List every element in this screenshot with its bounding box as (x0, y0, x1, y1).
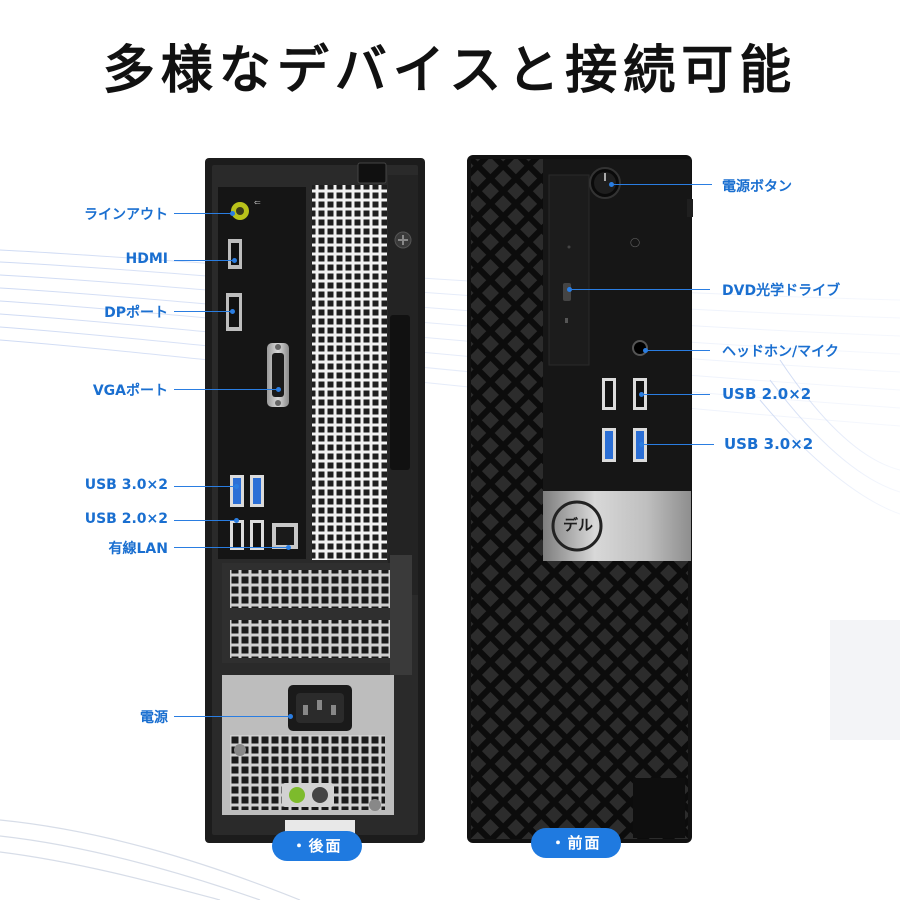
leader-dvd (570, 289, 710, 290)
leader-vga (174, 389, 278, 390)
svg-text:⇐: ⇐ (254, 198, 261, 207)
leader-line-out (174, 213, 232, 214)
leader-dot (609, 182, 614, 187)
leader-dot (639, 442, 644, 447)
callout-hdmi: HDMI (125, 251, 168, 267)
callout-vga: VGAポート (92, 383, 168, 399)
rear-view-label: ・後面 (272, 831, 362, 861)
leader-usb2-front (642, 394, 710, 395)
front-view-label: ・前面 (531, 828, 621, 858)
leader-dot (276, 387, 281, 392)
callout-usb2-front: USB 2.0×2 (722, 385, 812, 403)
callout-power-button: 電源ボタン (722, 179, 792, 195)
leader-usb3-rear (174, 486, 236, 487)
rear-pc-image: ⇐ (205, 158, 425, 843)
callout-lan: 有線LAN (108, 541, 168, 557)
callout-line-out: ラインアウト (84, 207, 168, 223)
callout-dvd: DVD光学ドライブ (722, 283, 841, 299)
leader-dot (286, 545, 291, 550)
leader-dot (288, 714, 293, 719)
callout-usb2-rear: USB 2.0×2 (84, 511, 168, 527)
leader-dot (643, 348, 648, 353)
leader-usb3-front (642, 444, 714, 445)
leader-usb2-rear (174, 520, 236, 521)
leader-dot (234, 484, 239, 489)
leader-dot (567, 287, 572, 292)
callout-power: 電源 (140, 710, 168, 726)
leader-dot (639, 392, 644, 397)
leader-headphone (646, 350, 710, 351)
callout-headphone: ヘッドホン/マイク (722, 344, 839, 360)
leader-dot (230, 309, 235, 314)
leader-power (174, 716, 290, 717)
brand-logo: デル (562, 516, 593, 534)
leader-dot (234, 518, 239, 523)
leader-hdmi (174, 260, 234, 261)
callout-dp: DPポート (104, 305, 168, 321)
front-pc-image: ◯ (467, 155, 693, 843)
callout-usb3-rear: USB 3.0×2 (84, 477, 168, 493)
svg-text:◯: ◯ (630, 238, 640, 248)
leader-dp (174, 311, 232, 312)
leader-dot (232, 258, 237, 263)
leader-power-button (612, 184, 712, 185)
page-title: 多様なデバイスと接続可能 (102, 41, 798, 101)
leader-dot (230, 211, 235, 216)
leader-lan (174, 547, 288, 548)
callout-usb3-front: USB 3.0×2 (724, 435, 814, 453)
